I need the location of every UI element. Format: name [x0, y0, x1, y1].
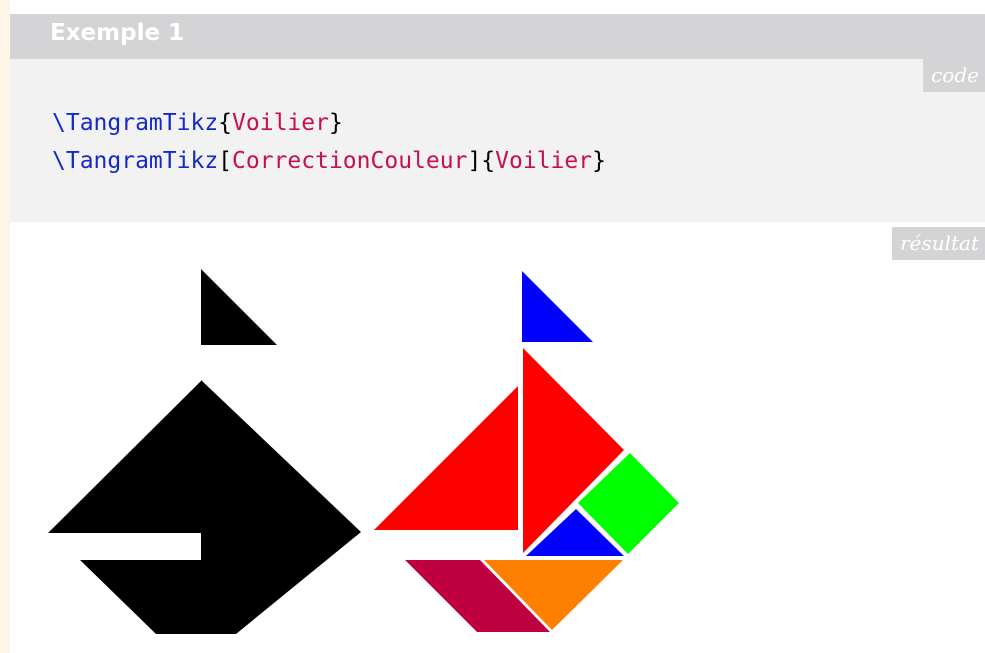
- code-brace-close: }: [592, 148, 606, 174]
- code-brace-open: {: [218, 110, 233, 136]
- piece-large-red-right: [523, 348, 624, 553]
- code-tag: code: [923, 59, 985, 92]
- code-line-2: \TangramTikz[CorrectionCouleur]{Voilier}: [52, 142, 606, 180]
- code-line-1: \TangramTikz{Voilier}: [52, 104, 606, 142]
- piece-orange-triangle: [484, 560, 623, 630]
- tangram-correction: [374, 271, 679, 632]
- silhouette-sail-triangle: [201, 269, 277, 345]
- piece-crimson-parallelogram: [405, 560, 550, 632]
- code-listing: \TangramTikz{Voilier}\TangramTikz[Correc…: [52, 104, 606, 180]
- code-argument: Voilier: [495, 148, 593, 174]
- code-bracket-open: [: [218, 148, 233, 174]
- piece-large-red-left: [374, 386, 518, 530]
- code-argument: Voilier: [232, 110, 329, 136]
- piece-small-blue-sail: [522, 271, 593, 342]
- code-command: \TangramTikz: [52, 148, 219, 174]
- code-command: \TangramTikz: [52, 110, 219, 136]
- tangram-silhouette: [48, 269, 361, 634]
- example-title-bar: Exemple 1: [10, 14, 985, 59]
- piece-green-square: [578, 453, 679, 554]
- result-tag: résultat: [892, 227, 985, 260]
- code-bracket-close: ]: [467, 148, 482, 174]
- code-brace-close: }: [328, 110, 343, 136]
- example-frame: Exemple 1 code résultat \TangramTikz{Voi…: [10, 0, 985, 653]
- code-block: [10, 59, 985, 222]
- code-option: CorrectionCouleur: [232, 148, 468, 174]
- code-brace-open: {: [481, 148, 496, 174]
- example-title: Exemple 1: [50, 20, 185, 46]
- piece-small-blue-triangle: [526, 509, 624, 556]
- silhouette-hull: [48, 345, 361, 634]
- tangram-results: [48, 269, 679, 634]
